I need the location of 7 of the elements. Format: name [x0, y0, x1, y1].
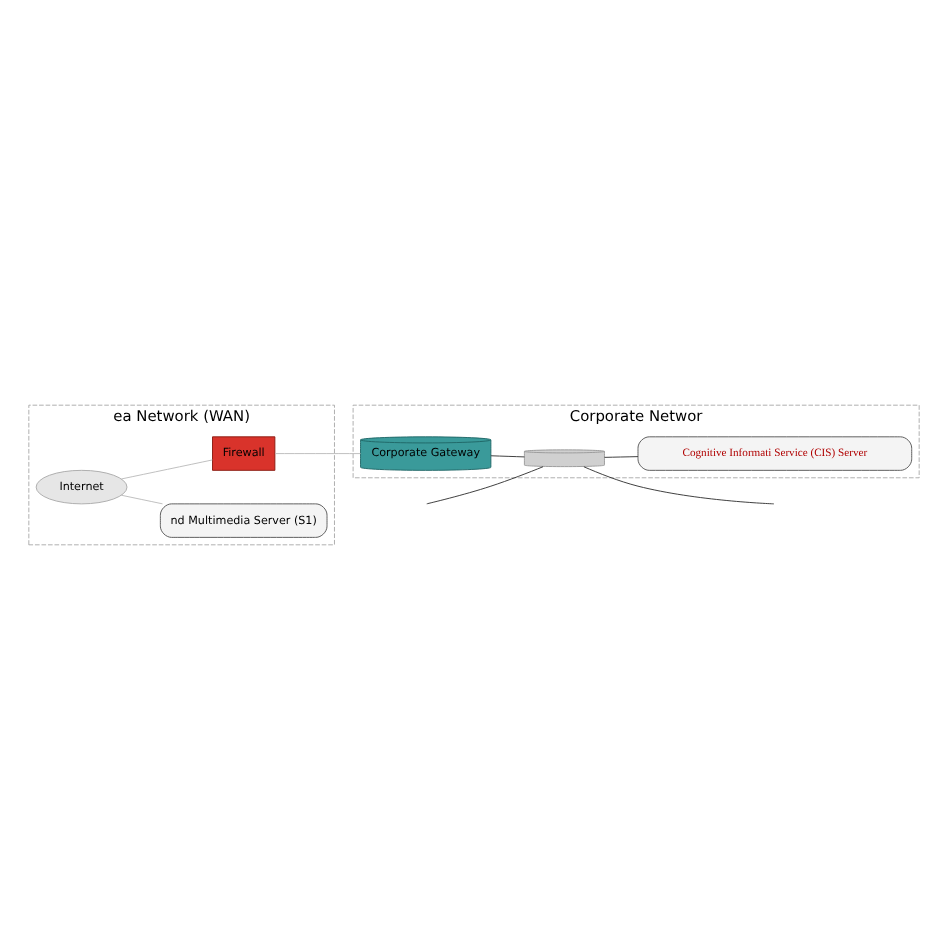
connector: [274, 452, 361, 454]
connector: [426, 465, 544, 504]
connector: [120, 458, 213, 479]
connector: [583, 465, 775, 504]
connector: [490, 454, 525, 457]
connector: [120, 493, 163, 504]
connector: [604, 455, 639, 457]
